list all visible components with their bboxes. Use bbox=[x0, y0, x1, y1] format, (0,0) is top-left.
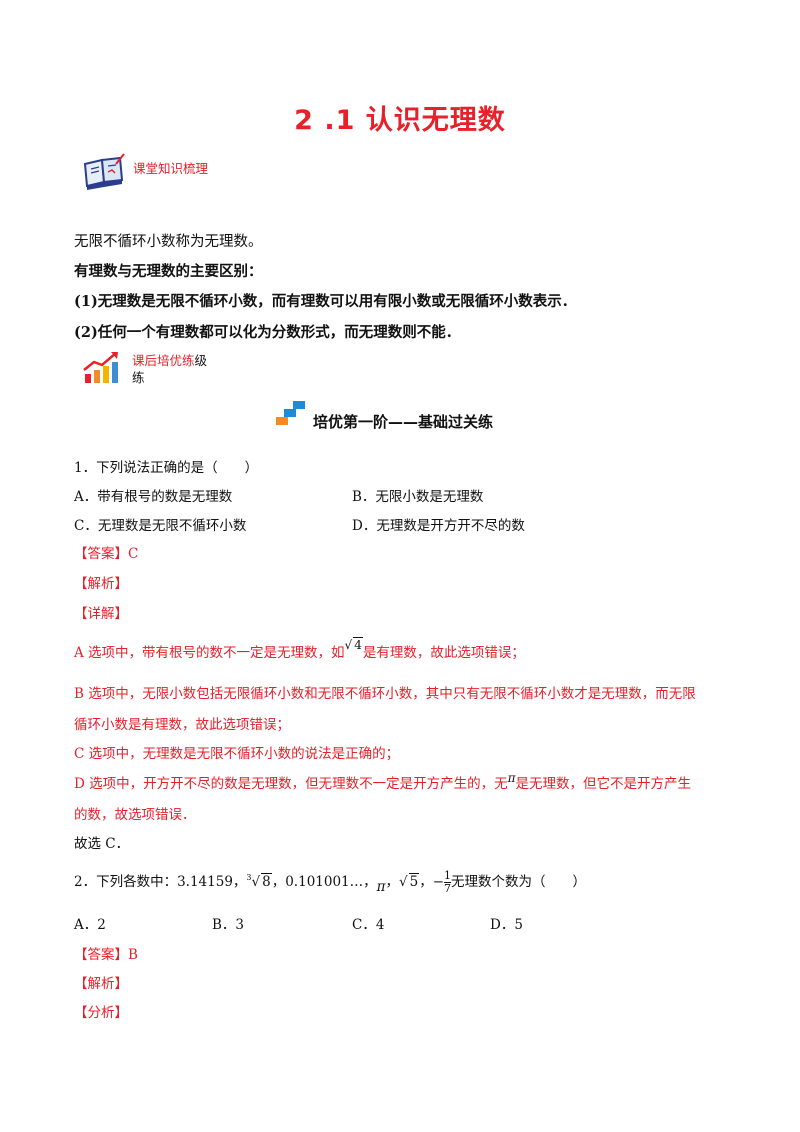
q1-conclusion: 故选 C． bbox=[74, 836, 130, 852]
q1-answer-tag: 【答案】 bbox=[74, 546, 128, 562]
q2-stem-post: 无理数个数为（ ） bbox=[451, 874, 587, 890]
stage-title: 培优第一阶——基础过关练 bbox=[313, 413, 494, 431]
steps-icon bbox=[276, 400, 308, 426]
q2-answer-tag: 【答案】 bbox=[74, 947, 128, 963]
q2-sep-3: ， bbox=[419, 874, 433, 890]
q2-neg-sign: − bbox=[432, 874, 445, 890]
q1-explain-d-1: D 选项中，开方开不尽的数是无理数，但无理数不一定是开方产生的，无π是无理数，但… bbox=[74, 771, 692, 792]
page-title: 2 .1 认识无理数 bbox=[294, 105, 506, 136]
q1-explain-a-post: 是有理数，故此选项错误； bbox=[362, 645, 525, 661]
q1-analysis-tag: 【解析】 bbox=[74, 576, 128, 592]
q2-pi: π bbox=[376, 879, 386, 895]
q1-option-c: C．无理数是无限不循环小数 bbox=[74, 518, 247, 534]
section-label-practice-line2: 练 bbox=[132, 370, 145, 385]
q2-sep-1: ，0.101001…， bbox=[271, 874, 377, 890]
q1-explain-d-pre: D 选项中，开方开不尽的数是无理数，但无理数不一定是开方产生的，无 bbox=[74, 776, 508, 792]
q2-answer: 【答案】B bbox=[74, 943, 138, 963]
q1-explain-b-1: B 选项中，无限小数包括无限循环小数和无限不循环小数，其中只有无限不循环小数才是… bbox=[74, 686, 696, 702]
q2-option-d: D．5 bbox=[490, 917, 523, 933]
q2-analysis2-tag: 【分析】 bbox=[74, 1005, 128, 1021]
q2-option-b: B．3 bbox=[212, 917, 245, 933]
q1-stem: 1．下列说法正确的是（ ） bbox=[74, 460, 259, 476]
q2-sep-2: ， bbox=[385, 874, 400, 890]
q2-answer-value: B bbox=[128, 947, 138, 963]
q1-sqrt-radicand: 4 bbox=[353, 637, 363, 652]
q2-stem-pre: 2．下列各数中：3.14159， bbox=[74, 874, 247, 890]
q1-pi-symbol: π bbox=[507, 771, 516, 785]
q2-cbrt-radicand: 8 bbox=[261, 873, 272, 890]
q1-explain-a: A 选项中，带有根号的数不一定是无理数，如√4是有理数，故此选项错误； bbox=[74, 637, 525, 661]
section-label-practice: 课后培优练级 bbox=[132, 350, 207, 369]
q1-explain-c: C 选项中，无理数是无限不循环小数的说法是正确的； bbox=[74, 746, 400, 762]
section-label-practice-black: 级 bbox=[194, 353, 208, 368]
section-label-knowledge: 课堂知识梳理 bbox=[133, 161, 209, 176]
q2-cbrt-index: 3 bbox=[246, 873, 252, 882]
q2-sqrt-radicand: 5 bbox=[408, 873, 420, 890]
q1-explain-a-pre: A 选项中，带有根号的数不一定是无理数，如 bbox=[74, 645, 345, 661]
q1-answer: 【答案】C bbox=[74, 542, 138, 562]
q2-frac-den: 7 bbox=[444, 882, 452, 895]
q2-option-c: C．4 bbox=[352, 917, 385, 933]
q2-option-a: A．2 bbox=[74, 917, 106, 933]
q1-explain-d-2: 的数，故选项错误． bbox=[74, 807, 196, 823]
q1-detail-tag: 【详解】 bbox=[74, 606, 128, 622]
q1-explain-d-post: 是无理数，但它不是开方产生 bbox=[515, 776, 692, 792]
knowledge-line-3: (1)无理数是无限不循环小数，而有理数可以用有限小数或无限循环小数表示． bbox=[74, 293, 577, 310]
q1-option-a: A．带有根号的数是无理数 bbox=[74, 489, 233, 505]
knowledge-line-1: 无限不循环小数称为无理数。 bbox=[74, 234, 263, 250]
q1-answer-value: C bbox=[128, 546, 139, 562]
q2-frac-num: 1 bbox=[444, 869, 452, 882]
q1-option-d: D．无理数是开方开不尽的数 bbox=[352, 518, 525, 534]
q1-explain-b-2: 循环小数是有理数，故此选项错误； bbox=[74, 717, 290, 733]
q1-option-b: B．无限小数是无理数 bbox=[352, 489, 484, 505]
book-icon bbox=[82, 152, 126, 192]
q2-analysis-tag: 【解析】 bbox=[74, 976, 128, 992]
knowledge-line-2: 有理数与无理数的主要区别： bbox=[74, 263, 263, 280]
growth-chart-icon bbox=[82, 350, 122, 384]
section-label-practice-red: 课后培优练 bbox=[132, 353, 195, 368]
knowledge-line-4: (2)任何一个有理数都可以化为分数形式，而无理数则不能． bbox=[74, 324, 461, 341]
